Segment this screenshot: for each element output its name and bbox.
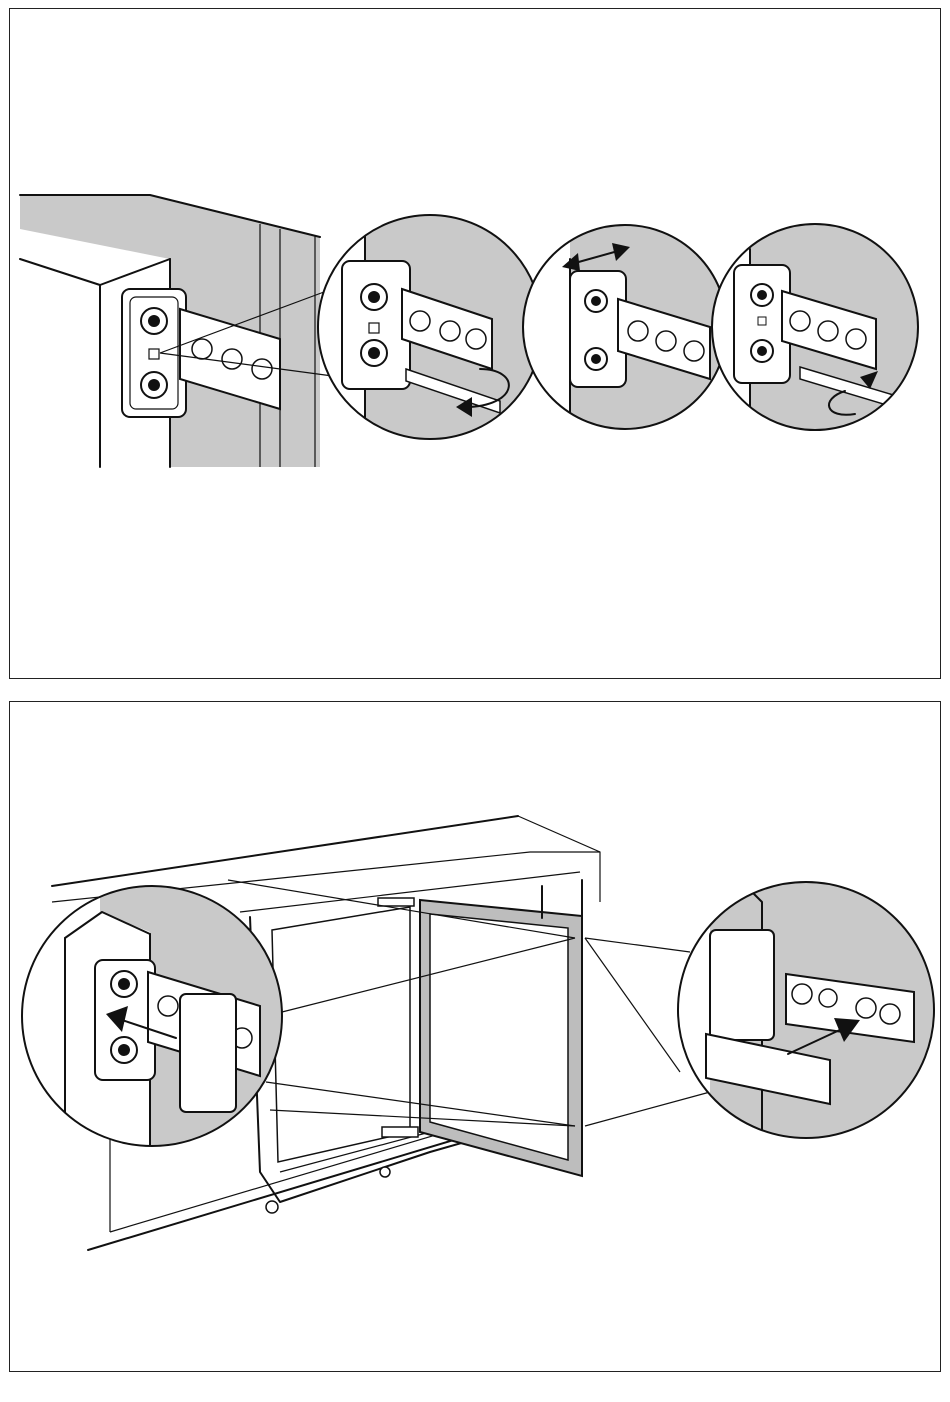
hinge-adjustment-illustration [10,9,941,679]
cover-fitting-illustration [10,702,941,1372]
detail-tighten-screws [710,219,925,439]
panel-cover-fitting [9,701,941,1372]
detail-loosen-screws [310,209,550,449]
detail-shift-hinge [520,219,730,439]
panel-hinge-adjustment [9,8,941,679]
detail-fit-cover-right [678,882,934,1138]
